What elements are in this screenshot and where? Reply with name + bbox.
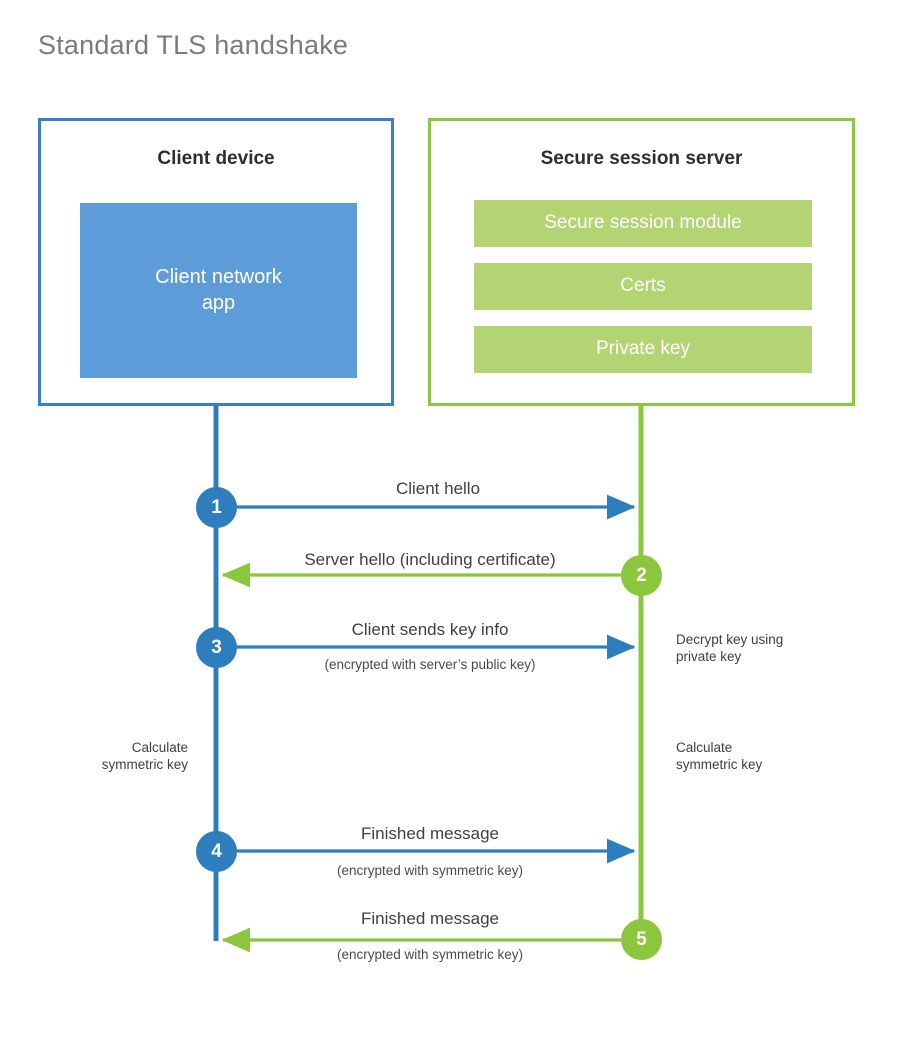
message-label-step-2: Server hello (including certificate) — [304, 550, 556, 569]
server-module-secure-session-module: Secure session module — [474, 200, 812, 247]
secure-session-server-box: Secure session server Secure session mod… — [428, 118, 855, 406]
note-server-calculate-symmetric-key: Calculate symmetric key — [676, 740, 763, 773]
message-label-step-1: Client hello — [395, 479, 481, 498]
note-decrypt-key: Decrypt key using private key — [676, 632, 784, 665]
message-label-step-3: Client sends key info — [351, 620, 509, 639]
message-label-step-5: Finished message — [361, 909, 499, 928]
message-sublabel-step-3: (encrypted with server’s public key) — [324, 657, 536, 672]
server-module-private-key: Private key — [474, 326, 812, 373]
step-marker-3[interactable]: 3 — [196, 627, 237, 668]
step-marker-2[interactable]: 2 — [621, 555, 662, 596]
message-sublabel-step-4: (encrypted with symmetric key) — [336, 863, 524, 878]
step-marker-4[interactable]: 4 — [196, 831, 237, 872]
secure-session-server-title: Secure session server — [540, 148, 743, 169]
client-device-box: Client device Client network app — [38, 118, 394, 406]
page-title: Standard TLS handshake — [38, 30, 349, 60]
step-marker-1[interactable]: 1 — [196, 487, 237, 528]
step-marker-5[interactable]: 5 — [621, 919, 662, 960]
note-client-calculate-symmetric-key: Calculate symmetric key — [101, 740, 188, 773]
client-device-title: Client device — [157, 148, 275, 169]
client-network-app-block: Client network app — [80, 203, 357, 378]
server-module-certs: Certs — [474, 263, 812, 310]
message-label-step-4: Finished message — [361, 824, 499, 843]
message-sublabel-step-5: (encrypted with symmetric key) — [336, 947, 524, 962]
